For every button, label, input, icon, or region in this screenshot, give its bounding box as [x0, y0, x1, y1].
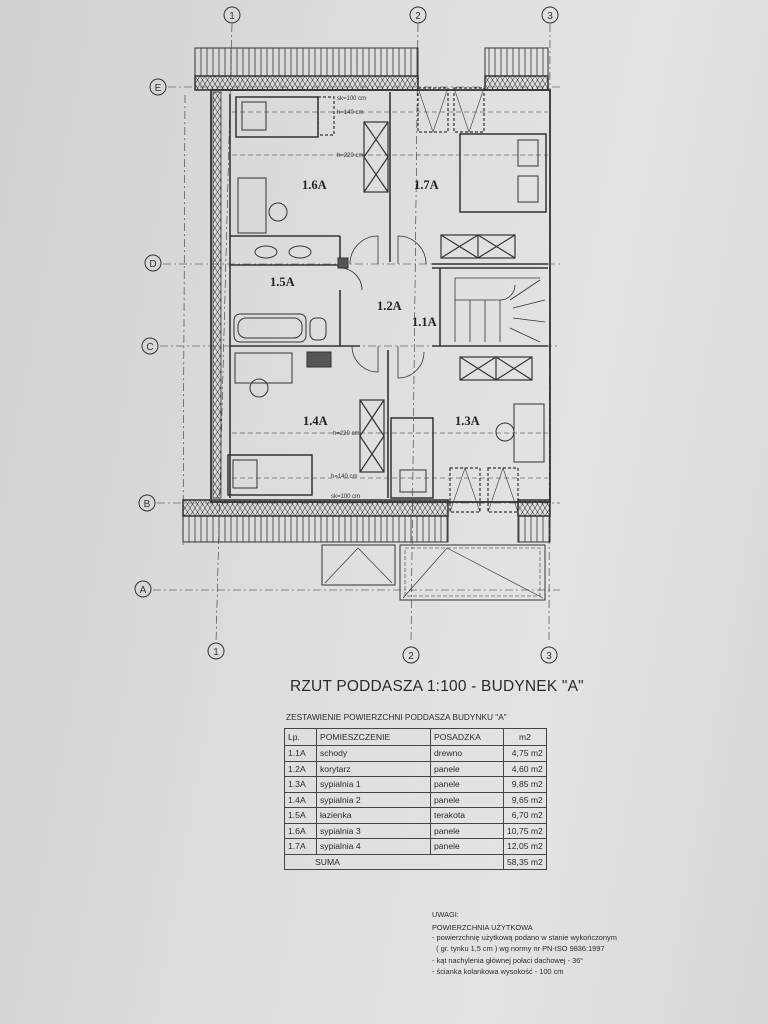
cell-floor: panele — [430, 791, 504, 808]
cell-area: 12,05 m2 — [503, 838, 547, 855]
cell-room: sypialnia 4 — [316, 838, 431, 855]
cell-area: 6,70 m2 — [503, 807, 547, 824]
room-label-1-1a: 1.1A — [412, 315, 437, 329]
axis-label-2-bottom: 2 — [408, 651, 414, 662]
room-label-1-2a: 1.2A — [377, 299, 402, 313]
header-room: POMIESZCZENIE — [316, 728, 431, 746]
cell-lp: 1.1A — [284, 745, 317, 762]
total-label: SUMA — [284, 853, 504, 870]
axis-label-c: C — [146, 342, 153, 353]
cell-area: 4,75 m2 — [503, 745, 547, 762]
header-lp: Lp. — [284, 728, 317, 746]
cell-room: sypialnia 3 — [316, 822, 431, 839]
cell-lp: 1.7A — [284, 838, 317, 855]
cell-area: 4,60 m2 — [503, 760, 547, 777]
axis-label-b: B — [144, 499, 151, 510]
note-line: ( gr. tynku 1,5 cm ) wg normy nr PN-ISO … — [432, 943, 605, 953]
note-line: - ścianka kolankowa wysokość - 100 cm — [432, 966, 564, 976]
cell-area: 9,65 m2 — [503, 791, 547, 808]
room-label-1-3a: 1.3A — [455, 414, 480, 428]
cell-room: łazienka — [316, 807, 431, 824]
cell-floor: panele — [430, 776, 504, 793]
note-line: - kąt nachylenia głównej połaci dachowej… — [432, 956, 584, 965]
notes: UWAGI: POWIERZCHNIA UŻYTKOWA - powierzch… — [432, 910, 617, 977]
axis-label-a: A — [140, 585, 147, 596]
cell-lp: 1.4A — [284, 791, 317, 808]
axis-label-e: E — [155, 83, 162, 94]
axis-label-d: D — [149, 259, 156, 270]
dim-h220-bottom: h=220 cm — [333, 431, 360, 437]
notes-heading: UWAGI: — [432, 910, 459, 919]
cell-floor: drewno — [430, 745, 504, 762]
cell-floor: panele — [430, 838, 504, 855]
total-value: 58,35 m2 — [503, 853, 547, 870]
table-header-row: Lp. POMIESZCZENIE POSADZKA m2 — [284, 728, 547, 746]
drawing-title: RZUT PODDASZA 1:100 - BUDYNEK "A" — [290, 678, 584, 695]
axis-label-1-top: 1 — [229, 11, 235, 22]
dim-h220-top: h=220 cm — [337, 153, 364, 159]
cell-room: sypialnia 1 — [316, 776, 431, 793]
cell-lp: 1.5A — [284, 807, 317, 824]
header-floor: POSADZKA — [430, 728, 504, 746]
dim-h140-bottom: h=140 cm — [331, 474, 358, 480]
axis-label-1-bottom: 1 — [213, 647, 219, 658]
axis-label-2-top: 2 — [415, 11, 421, 22]
cell-floor: panele — [430, 822, 504, 839]
dim-knee-wall-bottom: sk=100 cm — [331, 494, 360, 500]
table-caption: ZESTAWIENIE POWIERZCHNI PODDASZA BUDYNKU… — [286, 712, 507, 722]
room-label-1-7a: 1.7A — [414, 178, 439, 192]
cell-room: schody — [316, 745, 431, 762]
cell-lp: 1.2A — [284, 760, 317, 777]
dim-h140-top: h=140 cm — [337, 110, 364, 116]
notes-subheading: POWIERZCHNIA UŻYTKOWA — [432, 922, 533, 932]
axis-label-3-top: 3 — [547, 11, 553, 22]
cell-room: sypialnia 2 — [316, 791, 431, 808]
note-line: - powierzchnię użytkową podano w stanie … — [432, 933, 617, 942]
dim-knee-wall-top: sk=100 cm — [337, 96, 366, 102]
cell-lp: 1.6A — [284, 822, 317, 839]
cell-floor: terakota — [430, 807, 504, 824]
table-total-row: SUMA 58,35 m2 — [284, 853, 547, 870]
room-label-1-5a: 1.5A — [270, 275, 295, 289]
room-label-1-6a: 1.6A — [302, 178, 327, 192]
cell-floor: panele — [430, 760, 504, 777]
header-area: m2 — [503, 728, 547, 746]
cell-area: 10,75 m2 — [503, 822, 547, 839]
axis-label-3-bottom: 3 — [546, 651, 552, 662]
room-label-1-4a: 1.4A — [303, 414, 328, 428]
cell-area: 9,85 m2 — [503, 776, 547, 793]
cell-room: korytarz — [316, 760, 431, 777]
cell-lp: 1.3A — [284, 776, 317, 793]
